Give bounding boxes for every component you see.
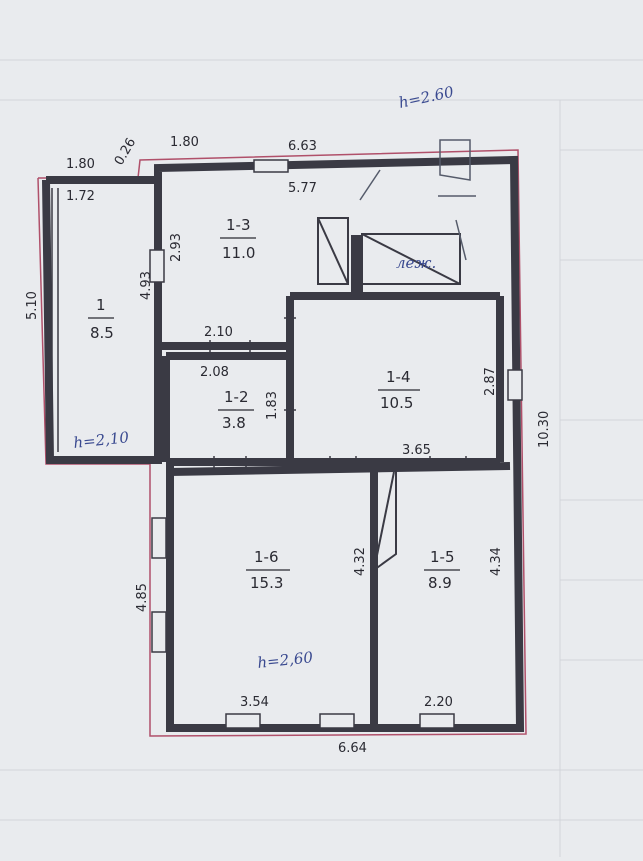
room-12-width: 2.08 <box>200 365 229 380</box>
dim-top-right: 6.63 <box>288 139 317 154</box>
room-13-bottom: 2.10 <box>204 325 233 340</box>
window-right-1 <box>507 369 523 401</box>
dim-right: 10.30 <box>537 411 552 448</box>
dim-top-hand: 1.80 <box>170 135 199 150</box>
walls <box>42 155 525 732</box>
room-1-height-note: h=2,10 <box>73 428 131 452</box>
window-left-1 <box>151 517 167 559</box>
header-note: h=2.60 <box>397 83 456 112</box>
room-1-height: 4.93 <box>139 271 154 300</box>
stove <box>317 217 461 297</box>
room-14-id: 1-4 <box>386 368 411 386</box>
windows <box>149 159 523 729</box>
room-13-width: 5.77 <box>288 181 317 196</box>
room-12-id: 1-2 <box>224 388 249 406</box>
room-14-width: 3.65 <box>402 443 431 458</box>
room-16-width: 3.54 <box>240 695 269 710</box>
dim-bottom: 6.64 <box>338 741 367 756</box>
room-13-height: 2.93 <box>169 233 184 262</box>
room-15-area: 8.9 <box>428 574 452 592</box>
handwriting-marks <box>359 139 476 261</box>
stove-label: леж. <box>396 254 436 272</box>
room-15-id: 1-5 <box>430 548 455 566</box>
dim-left: 5.10 <box>25 291 40 320</box>
door-ticks <box>47 317 467 470</box>
room-14-area: 10.5 <box>380 394 413 412</box>
room-1-width: 1.72 <box>66 189 95 204</box>
window-bottom-2 <box>319 713 355 729</box>
room-13-id: 1-3 <box>226 216 251 234</box>
room-14-height: 2.87 <box>483 367 498 396</box>
paper-grid <box>0 59 643 857</box>
room-15-width: 2.20 <box>424 695 453 710</box>
dim-left-lower: 4.85 <box>135 583 150 612</box>
room-15-height: 4.34 <box>489 547 504 576</box>
window-r13-left <box>149 249 165 283</box>
room-13-area: 11.0 <box>222 244 255 262</box>
dim-top-left-2: 0.26 <box>112 136 139 169</box>
room-16-id: 1-6 <box>254 548 279 566</box>
dim-top-left-1: 1.80 <box>66 157 95 172</box>
window-bottom-3 <box>419 713 455 729</box>
window-left-2 <box>151 611 167 653</box>
room-16-height: 4.32 <box>353 547 368 576</box>
room-16-area: 15.3 <box>250 574 283 592</box>
stairs <box>373 467 397 571</box>
room-12-area: 3.8 <box>222 414 246 432</box>
room-12-height: 1.83 <box>265 391 280 420</box>
room-1-id: 1 <box>96 296 106 314</box>
window-bottom-1 <box>225 713 261 729</box>
window-top-1 <box>253 159 289 173</box>
room-1-area: 8.5 <box>90 324 114 342</box>
window-room1 <box>51 188 59 452</box>
room-16-height-note: h=2,60 <box>257 648 315 672</box>
